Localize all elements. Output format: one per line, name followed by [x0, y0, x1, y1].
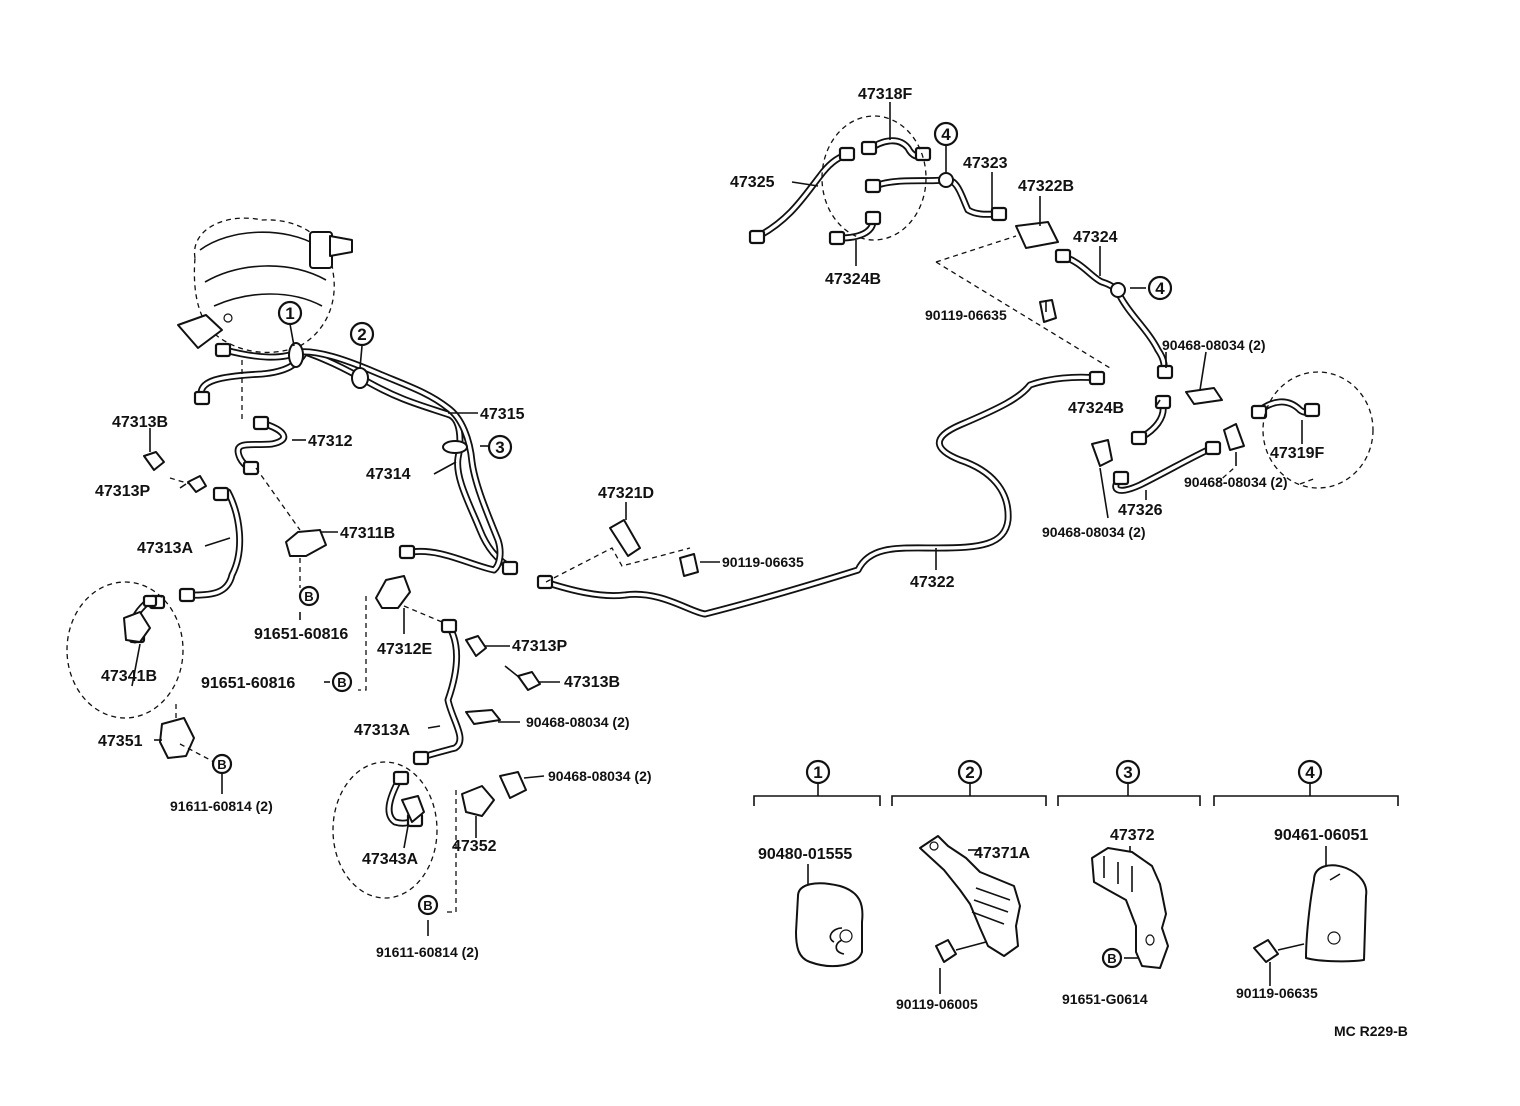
leader-lines — [131, 102, 1303, 936]
brake-booster-assembly — [177, 217, 353, 354]
wheel-outlines — [66, 115, 1374, 899]
part-label: 90480-01555 — [758, 846, 852, 863]
svg-text:2: 2 — [965, 763, 974, 782]
svg-text:B: B — [337, 675, 346, 690]
part-label: 91611-60814 (2) — [376, 944, 479, 960]
b-mark-3: B — [211, 753, 233, 775]
part-label: 47326 — [1118, 502, 1163, 519]
part-label: 90119-06005 — [896, 996, 978, 1012]
ref-marker-2: 2 — [349, 321, 375, 347]
part-label: 47322B — [1018, 178, 1074, 195]
part-label: 90468-08034 (2) — [548, 768, 652, 784]
svg-text:3: 3 — [1123, 763, 1132, 782]
part-labels: 47318F 47325 47323 47322B 47324B 47324 9… — [95, 86, 1324, 960]
part-label: 47322 — [910, 574, 955, 591]
part-label: 47319F — [1270, 445, 1324, 462]
part-label: 47313A — [137, 540, 193, 557]
b-mark-4: B — [417, 894, 439, 916]
part-label: 47325 — [730, 174, 775, 191]
detail-group-3: 3 47372 91651-G0614 — [1062, 759, 1169, 1007]
part-label: 47311B — [340, 525, 395, 542]
detail-group-2: 2 47371A 90119-06005 — [896, 759, 1030, 1012]
reference-markers: 1 2 3 4 4 B B B — [211, 121, 1173, 969]
part-label: 47323 — [963, 155, 1008, 172]
ref-marker-3: 3 — [487, 434, 513, 460]
svg-text:B: B — [423, 898, 432, 913]
svg-text:3: 3 — [495, 438, 504, 457]
ref-marker-4-right: 4 — [1147, 275, 1173, 301]
part-label: 47324B — [825, 271, 881, 288]
svg-text:4: 4 — [1305, 763, 1315, 782]
part-label: 90468-08034 (2) — [1162, 337, 1266, 353]
detail-group-1: 1 90480-01555 — [758, 759, 864, 968]
part-label: 91651-60816 — [201, 675, 295, 692]
svg-text:B: B — [217, 757, 226, 772]
dashed-leaders — [169, 235, 1317, 913]
part-label: 90119-06635 — [925, 307, 1007, 323]
part-label: 91651-G0614 — [1062, 991, 1148, 1007]
part-label: 47313B — [112, 414, 168, 431]
part-label: 47312E — [377, 641, 432, 658]
part-label: 47343A — [362, 851, 418, 868]
svg-text:4: 4 — [1155, 279, 1165, 298]
small-parts — [123, 221, 1245, 823]
part-label: 47313A — [354, 722, 410, 739]
part-label: 47315 — [480, 406, 525, 423]
part-label: 90119-06635 — [1236, 985, 1318, 1001]
part-label: 47314 — [366, 466, 411, 483]
b-mark-5: B — [1101, 947, 1123, 969]
part-label: 90468-08034 (2) — [1184, 474, 1288, 490]
svg-text:4: 4 — [941, 125, 951, 144]
part-label: 90461-06051 — [1274, 827, 1368, 844]
svg-text:B: B — [1107, 951, 1116, 966]
pipe-fittings — [128, 140, 1321, 828]
svg-text:2: 2 — [357, 325, 366, 344]
svg-text:B: B — [304, 589, 313, 604]
b-mark-2: B — [331, 671, 353, 693]
part-label: 91651-60816 — [254, 626, 348, 643]
part-label: 90119-06635 — [722, 554, 804, 570]
part-label: 47371A — [974, 845, 1030, 862]
svg-text:1: 1 — [285, 304, 294, 323]
part-label: 47324 — [1073, 229, 1118, 246]
part-label: 91611-60814 (2) — [170, 798, 273, 814]
part-label: 90468-08034 (2) — [526, 714, 630, 730]
part-label: 47312 — [308, 433, 353, 450]
detail-groups: 1 90480-01555 2 47371A 90119-06005 3 473… — [753, 759, 1399, 1012]
part-label: 47321D — [598, 485, 654, 502]
part-label: 47341B — [101, 668, 157, 685]
part-label: 47313P — [512, 638, 567, 655]
part-label: 47313B — [564, 674, 620, 691]
part-label: 47372 — [1110, 827, 1155, 844]
ref-marker-4: 4 — [933, 121, 959, 147]
part-label: 47313P — [95, 483, 150, 500]
drawing-code: MC R229-B — [1334, 1023, 1408, 1039]
detail-group-4: 4 90461-06051 90119-06635 — [1236, 759, 1368, 1001]
part-label: 47324B — [1068, 400, 1124, 417]
part-label: 47351 — [98, 733, 143, 750]
part-label: 90468-08034 (2) — [1042, 524, 1146, 540]
b-mark-1: B — [298, 585, 320, 607]
ref-marker-1: 1 — [277, 300, 303, 326]
part-label: 47318F — [858, 86, 912, 103]
svg-text:1: 1 — [813, 763, 822, 782]
part-label: 47352 — [452, 838, 497, 855]
